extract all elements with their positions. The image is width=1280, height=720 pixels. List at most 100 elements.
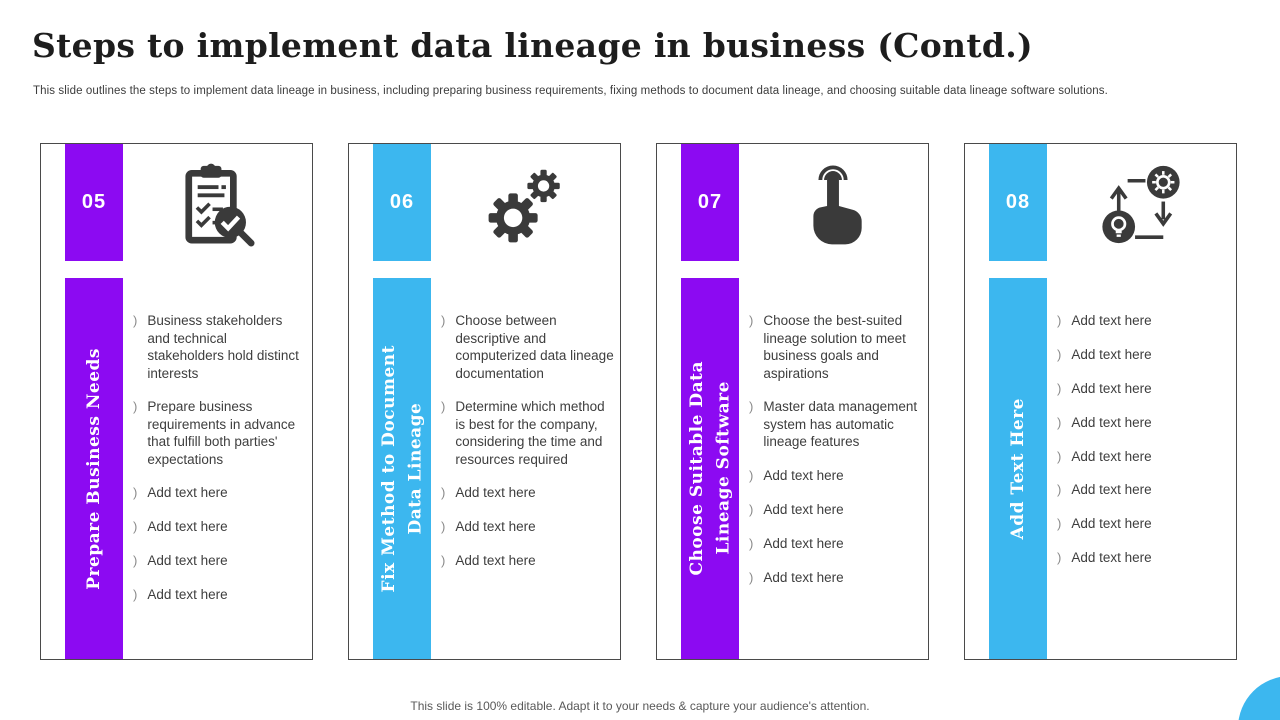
- slide-subtitle: This slide outlines the steps to impleme…: [33, 85, 1108, 97]
- bullet-marker: ): [1057, 313, 1062, 328]
- bullet-item: ) Add text here: [441, 552, 614, 570]
- bullet-text: Master data management system has automa…: [763, 399, 918, 450]
- step-number: 06: [389, 191, 415, 213]
- step-bullets: ) Add text here) Add text here) Add text he…: [1057, 312, 1230, 583]
- bullet-marker: ): [441, 399, 446, 415]
- gears-icon: [433, 150, 616, 262]
- step-number: 05: [81, 191, 107, 213]
- bullet-marker: ): [133, 313, 138, 328]
- process-idea-icon: [1049, 150, 1232, 262]
- step-label: Fix Method to Document Data Lineage: [378, 344, 425, 593]
- corner-circle-decoration: [1238, 676, 1280, 720]
- step-label: Add Text Here: [1007, 397, 1028, 540]
- bullet-text: Prepare business requirements in advance…: [147, 399, 296, 467]
- step-number-badge: 06: [373, 144, 431, 261]
- step-card: 08 Add Text Here ) Add text here) Add text…: [964, 143, 1237, 660]
- bullet-text: Add text here: [147, 519, 228, 535]
- bullet-item: )Add text here: [133, 586, 306, 604]
- bullet-text: Choose the best-suited lineage solution …: [763, 313, 906, 381]
- bullet-item: ) Prepare business requirements in advanc…: [133, 398, 306, 468]
- bullet-marker: ): [441, 519, 446, 535]
- bullet-marker: ): [1057, 448, 1062, 464]
- bullet-item: ) Add text here: [749, 569, 922, 587]
- bullet-marker: ): [749, 569, 754, 585]
- bullet-text: Business stakeholders and technical stak…: [147, 313, 299, 381]
- step-bullets: ) Business stakeholders and technical sta…: [133, 312, 306, 620]
- bullet-marker: ): [1057, 414, 1062, 430]
- bullet-item: ) Add text here: [749, 467, 922, 485]
- bullet-marker: ): [133, 399, 138, 415]
- bullet-text: Add text here: [763, 535, 844, 551]
- bullet-text: Add text here: [1071, 482, 1152, 498]
- bullet-item: ) Add text here: [1057, 414, 1230, 432]
- step-label-bar: Fix Method to Document Data Lineage: [373, 278, 431, 659]
- step-card: 06 Fix Method to Document Data Lineage )…: [348, 143, 621, 660]
- step-number-badge: 05: [65, 144, 123, 261]
- bullet-item: ) Add text here: [749, 501, 922, 519]
- bullet-item: ) Determine which method is best for the …: [441, 398, 614, 468]
- bullet-text: Add text here: [763, 467, 844, 483]
- page-title: Steps to implement data lineage in busin…: [32, 26, 1033, 65]
- bullet-marker: ): [1057, 516, 1062, 532]
- bullet-marker: ): [1057, 380, 1062, 396]
- bullet-marker: ): [441, 313, 446, 328]
- bullet-text: Add text here: [1071, 380, 1152, 396]
- bullet-item: ) Add text here: [1057, 481, 1230, 499]
- bullet-item: ) Add text here: [133, 484, 306, 502]
- bullet-item: ) Add text here: [441, 484, 614, 502]
- touch-press-icon: [741, 150, 924, 262]
- bullet-item: ) Add text here: [441, 518, 614, 536]
- bullet-marker: ): [749, 501, 754, 517]
- step-number-badge: 08: [989, 144, 1047, 261]
- bullet-item: ) Choose between descriptive and computer…: [441, 312, 614, 382]
- bullet-text: Add text here: [147, 553, 228, 569]
- step-card: 07 Choose Suitable Data Lineage Software…: [656, 143, 929, 660]
- bullet-marker: ): [749, 535, 754, 551]
- bullet-item: ) Add text here: [1057, 448, 1230, 466]
- steps-row: 05 Prepare Business Needs ) Business stak…: [40, 143, 1237, 660]
- bullet-item: ) Add text here: [1057, 312, 1230, 330]
- bullet-text: Add text here: [1071, 414, 1152, 430]
- bullet-marker: ): [749, 399, 754, 415]
- bullet-text: Add text here: [147, 485, 228, 501]
- step-card: 05 Prepare Business Needs ) Business stak…: [40, 143, 313, 660]
- bullet-text: Add text here: [1071, 550, 1152, 566]
- bullet-marker: ): [133, 587, 138, 603]
- bullet-text: Choose between descriptive and computeri…: [455, 313, 614, 381]
- bullet-item: ) Add text here: [1057, 515, 1230, 533]
- bullet-item: ) Add text here: [749, 535, 922, 553]
- step-label: Choose Suitable Data Lineage Software: [686, 361, 733, 576]
- bullet-marker: ): [441, 485, 446, 501]
- bullet-text: Add text here: [763, 569, 844, 585]
- bullet-text: Add text here: [455, 519, 536, 535]
- bullet-text: Add text here: [1071, 313, 1152, 328]
- footer-note: This slide is 100% editable. Adapt it to…: [410, 699, 870, 713]
- bullet-marker: ): [749, 467, 754, 483]
- bullet-marker: ): [1057, 346, 1062, 362]
- bullet-text: Add text here: [1071, 448, 1152, 464]
- step-label: Prepare Business Needs: [83, 347, 104, 590]
- bullet-marker: ): [749, 313, 754, 328]
- step-number: 08: [1005, 191, 1031, 213]
- step-label-bar: Add Text Here: [989, 278, 1047, 659]
- bullet-text: Add text here: [455, 485, 536, 501]
- bullet-text: Add text here: [1071, 516, 1152, 532]
- bullet-item: ) Add text here: [1057, 346, 1230, 364]
- bullet-item: ) Add text here: [1057, 380, 1230, 398]
- bullet-item: )Add text here: [133, 552, 306, 570]
- step-label-bar: Choose Suitable Data Lineage Software: [681, 278, 739, 659]
- bullet-marker: ): [133, 485, 138, 501]
- bullet-marker: ): [1057, 482, 1062, 498]
- bullet-item: ) Master data management system has autom…: [749, 398, 922, 451]
- bullet-marker: ): [1057, 550, 1062, 566]
- step-bullets: ) Choose between descriptive and computer…: [441, 312, 614, 586]
- bullet-marker: ): [133, 519, 138, 535]
- bullet-text: Determine which method is best for the c…: [455, 399, 605, 467]
- bullet-text: Add text here: [455, 553, 536, 569]
- bullet-marker: ): [441, 553, 446, 569]
- step-number-badge: 07: [681, 144, 739, 261]
- bullet-text: Add text here: [1071, 346, 1152, 362]
- step-number: 07: [697, 191, 723, 213]
- bullet-text: Add text here: [763, 501, 844, 517]
